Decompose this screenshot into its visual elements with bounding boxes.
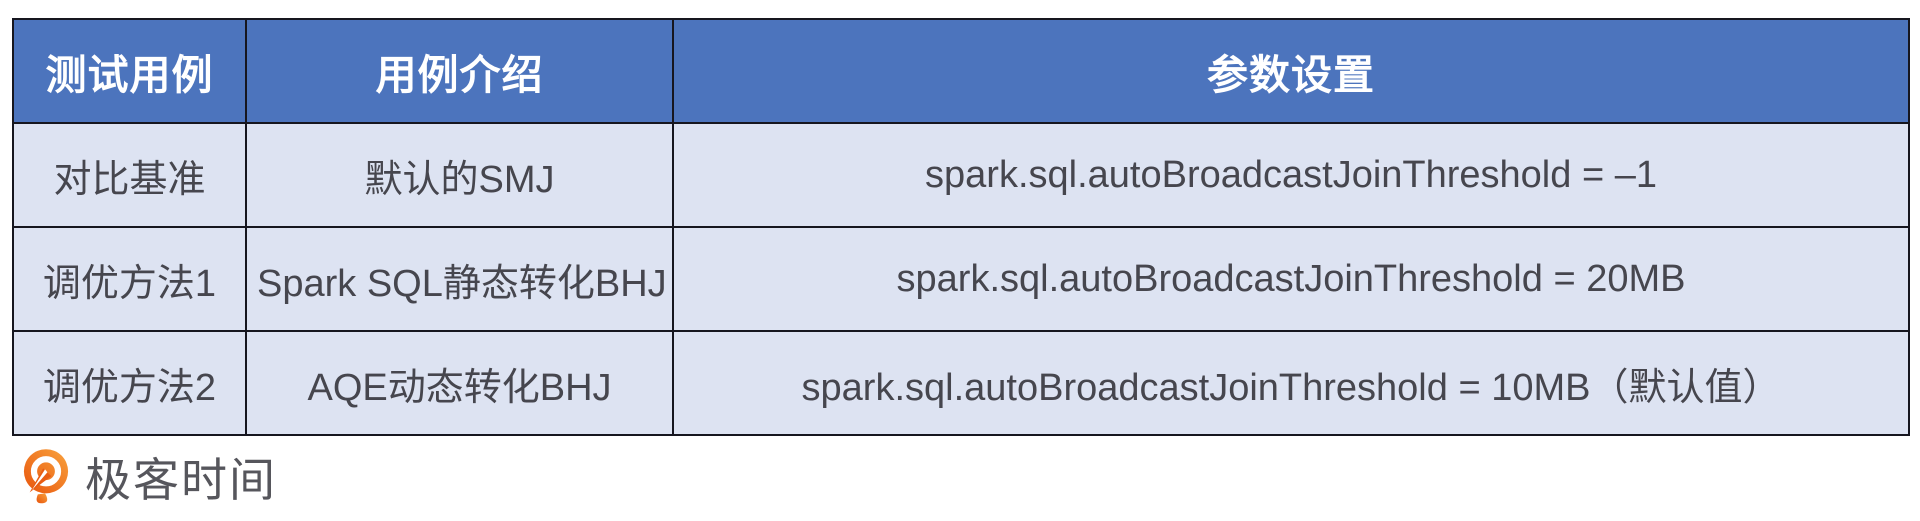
test-case-table: 测试用例 用例介绍 参数设置 对比基准 默认的SMJ spark.sql.aut…: [12, 18, 1910, 436]
geektime-logo-text: 极客时间: [85, 454, 277, 506]
table-row: 调优方法2 AQE动态转化BHJ spark.sql.autoBroadcast…: [12, 330, 1910, 436]
column-header-param-settings: 参数设置: [672, 18, 1910, 124]
cell-param-tuning1: spark.sql.autoBroadcastJoinThreshold = 2…: [672, 226, 1910, 332]
table-row: 调优方法1 Spark SQL静态转化BHJ spark.sql.autoBro…: [12, 226, 1910, 332]
column-header-case-intro: 用例介绍: [245, 18, 674, 124]
cell-desc-baseline: 默认的SMJ: [245, 122, 674, 228]
cell-case-tuning2: 调优方法2: [12, 330, 247, 436]
cell-desc-tuning1: Spark SQL静态转化BHJ: [245, 226, 674, 332]
cell-param-baseline: spark.sql.autoBroadcastJoinThreshold = –…: [672, 122, 1910, 228]
geektime-logo: 极客时间: [22, 448, 277, 508]
cell-case-tuning1: 调优方法1: [12, 226, 247, 332]
column-header-test-case: 测试用例: [12, 18, 247, 124]
geektime-logo-icon: [23, 449, 69, 504]
cell-desc-tuning2: AQE动态转化BHJ: [245, 330, 674, 436]
cell-case-baseline: 对比基准: [12, 122, 247, 228]
cell-param-tuning2: spark.sql.autoBroadcastJoinThreshold = 1…: [672, 330, 1910, 436]
table-header-row: 测试用例 用例介绍 参数设置: [12, 18, 1910, 124]
table-row: 对比基准 默认的SMJ spark.sql.autoBroadcastJoinT…: [12, 122, 1910, 228]
